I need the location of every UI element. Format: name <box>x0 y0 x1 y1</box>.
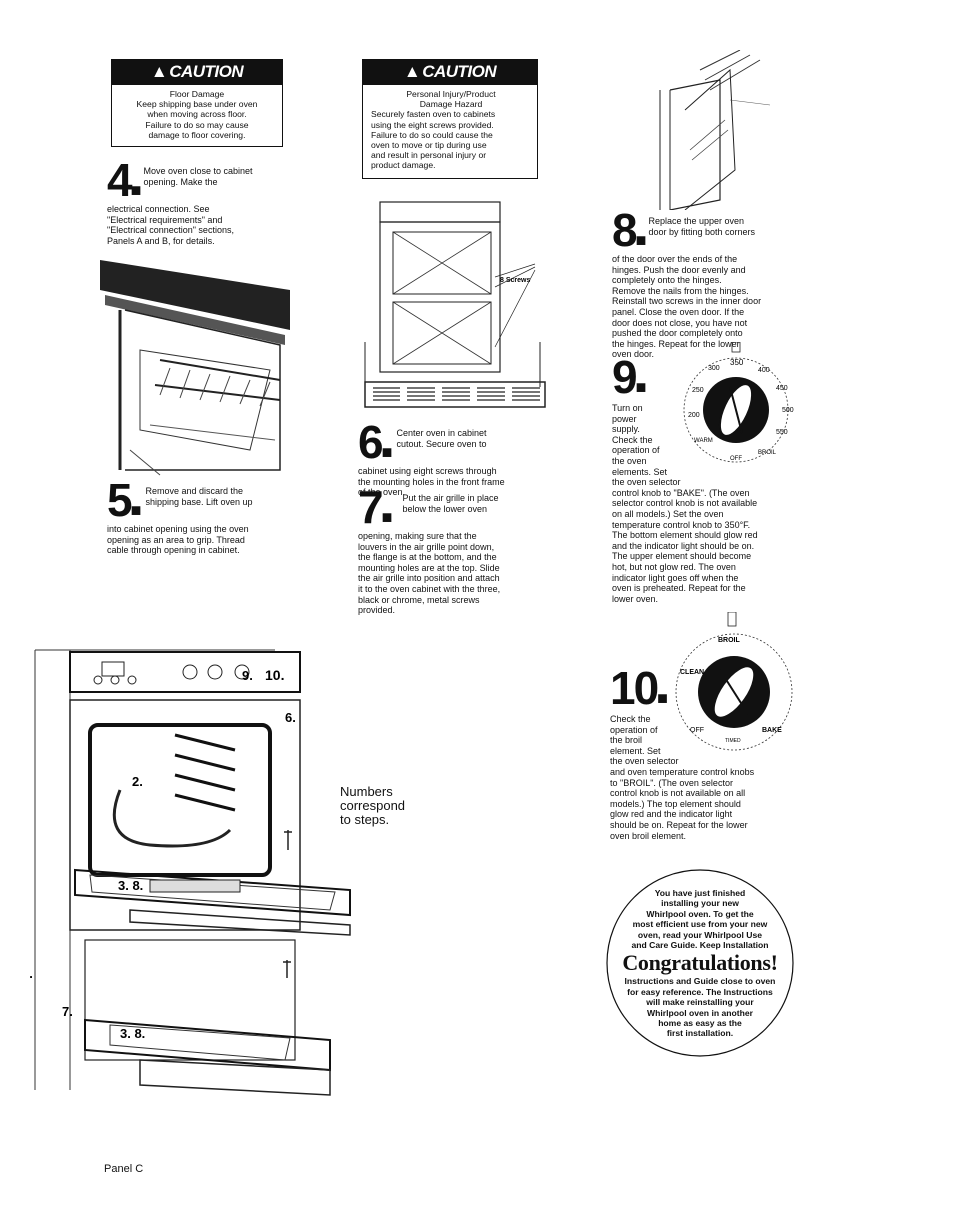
svg-text:450: 450 <box>776 385 788 392</box>
svg-text:300: 300 <box>708 365 720 372</box>
step-5: 5■ Remove and discard the shipping base.… <box>107 474 292 556</box>
congrats-panel: You have just finished installing your n… <box>612 888 788 1039</box>
step-number: 7■ <box>358 481 392 533</box>
caution-box-floor-damage: ▲CAUTION Floor Damage Keep shipping base… <box>111 59 283 147</box>
svg-text:10.: 10. <box>265 667 284 683</box>
step-lead: Center oven in cabinet cutout. Secure ov… <box>396 428 487 449</box>
svg-text:BROIL: BROIL <box>758 450 777 456</box>
caution-heading: ▲CAUTION <box>112 60 282 85</box>
step-4: 4■ Move oven close to cabinet opening. M… <box>107 154 287 246</box>
caution-line: Securely fasten oven to cabinets <box>371 109 496 120</box>
svg-text:BROIL: BROIL <box>718 637 741 644</box>
step-9: 9■ Turn on power supply. Check the opera… <box>612 351 792 604</box>
caution-line: when moving across floor. <box>147 109 247 120</box>
caution-line: Damage Hazard <box>419 99 483 110</box>
caution-line: Personal Injury/Product <box>406 89 496 99</box>
step-number: 9■ <box>612 351 646 403</box>
caution-line: using the eight screws provided. <box>371 119 494 130</box>
caution-body: Personal Injury/Product Damage Hazard Se… <box>363 85 537 177</box>
step-number: 10■ <box>610 662 668 714</box>
caution-line: Failure to do so may cause <box>145 119 249 130</box>
oven-door-hinge-illustration <box>640 50 780 210</box>
svg-text:2.: 2. <box>132 774 143 789</box>
panel-label: Panel C <box>104 1163 144 1175</box>
step-body: into cabinet opening using the oven open… <box>107 524 249 556</box>
svg-text:250: 250 <box>692 387 704 394</box>
caution-line: oven to move or tip during use <box>371 140 487 151</box>
temperature-dial-icon: 350 300 400 450 500 550 BROIL OFF WARM 2… <box>683 342 794 463</box>
warning-triangle-icon: ▲ <box>403 62 421 81</box>
step-number: 8■ <box>612 204 646 256</box>
step-lead: Check the operation of the broil element… <box>610 714 661 756</box>
screws-label: 8 Screws <box>500 277 530 284</box>
svg-text:OFF: OFF <box>730 456 742 462</box>
caution-body: Floor Damage Keep shipping base under ov… <box>112 85 282 146</box>
double-oven-illustration: 9. 10. 6. 2. 3. 8. 5. 7. 3. 8. <box>30 640 360 1100</box>
caution-line: Floor Damage <box>169 89 225 99</box>
step-body: of the door over the ends of the hinges.… <box>612 254 762 360</box>
caution-line: Keep shipping base under oven <box>136 99 258 110</box>
svg-text:9.: 9. <box>242 668 253 683</box>
svg-text:BAKE: BAKE <box>762 727 782 734</box>
svg-text:3. 8.: 3. 8. <box>120 1026 145 1041</box>
svg-text:6.: 6. <box>285 710 296 725</box>
numbers-note: Numbers correspond to steps. <box>340 784 406 827</box>
oven-frame-screws-illustration: 8 Screws <box>345 192 550 417</box>
svg-text:CLEAN: CLEAN <box>680 669 704 676</box>
step-10: 10■ Check the operation of the broil ele… <box>610 662 790 841</box>
step-body: electrical connection. See "Electrical r… <box>107 204 234 246</box>
caution-line: damage to floor covering. <box>148 129 246 140</box>
step-number: 4■ <box>107 154 141 206</box>
caution-box-personal-injury: ▲CAUTION Personal Injury/Product Damage … <box>362 59 538 179</box>
svg-text:TIMED: TIMED <box>725 738 741 744</box>
congrats-text-top: You have just finished installing your n… <box>631 888 769 951</box>
step-body: the oven selector control knob to "BAKE"… <box>612 477 758 604</box>
svg-text:5.: 5. <box>30 966 33 981</box>
caution-line: product damage. <box>371 160 436 171</box>
step-7: 7■ Put the air grille in place below the… <box>358 481 543 616</box>
congrats-title: Congratulations! <box>622 950 778 976</box>
step-6: 6■ Center oven in cabinet cutout. Secure… <box>358 416 543 498</box>
warning-triangle-icon: ▲ <box>150 62 168 81</box>
svg-text:400: 400 <box>758 367 770 374</box>
svg-text:WARM: WARM <box>694 438 713 444</box>
step-number: 6■ <box>358 416 392 468</box>
step-lead: Put the air grille in place below the lo… <box>402 493 499 514</box>
svg-text:350: 350 <box>730 358 744 367</box>
svg-text:200: 200 <box>688 412 700 419</box>
step-number: 5■ <box>107 474 141 526</box>
svg-text:500: 500 <box>782 407 794 414</box>
step-body: cabinet using eight screws through the m… <box>358 466 505 498</box>
selector-dial-icon: BROIL CLEAN OFF BAKE TIMED <box>675 612 793 751</box>
step-body: opening, making sure that the louvers in… <box>358 531 501 616</box>
congrats-circle-border <box>606 869 794 1057</box>
step-lead: Move oven close to cabinet opening. Make… <box>143 166 253 187</box>
svg-text:3. 8.: 3. 8. <box>118 878 143 893</box>
step-8: 8■ Replace the upper oven door by fittin… <box>612 204 792 360</box>
step-lead: Remove and discard the shipping base. Li… <box>145 486 253 507</box>
svg-text:OFF: OFF <box>690 727 704 734</box>
caution-line: Failure to do so could cause the <box>371 129 493 140</box>
svg-text:7.: 7. <box>62 1004 73 1019</box>
caution-line: and result in personal injury or <box>371 150 487 161</box>
caution-heading: ▲CAUTION <box>363 60 537 85</box>
step-body: the oven selector and oven temperature c… <box>610 756 755 841</box>
step-lead: Turn on power supply. Check the operatio… <box>612 403 668 477</box>
step-lead: Replace the upper oven door by fitting b… <box>648 216 756 237</box>
congrats-text-bottom: Instructions and Guide close to oven for… <box>624 976 776 1039</box>
svg-text:550: 550 <box>776 429 788 436</box>
oven-opening-illustration <box>100 250 290 480</box>
